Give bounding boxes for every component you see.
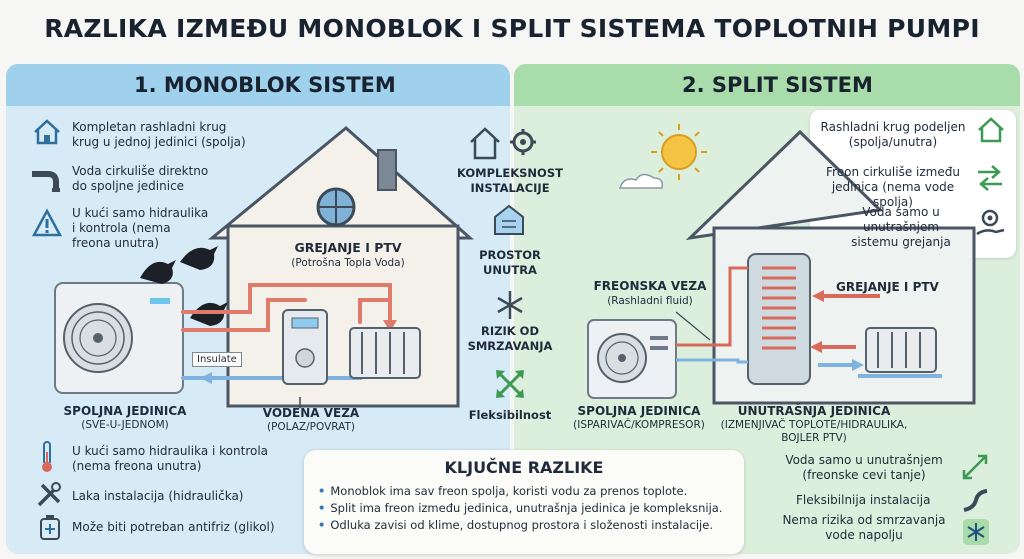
freon-link-sub: (Rashladni fluid) <box>607 295 693 307</box>
split-radiator <box>865 327 937 373</box>
split-indoor-unit <box>747 253 811 385</box>
pipe-icon <box>32 171 60 192</box>
house-gear-icon <box>470 127 536 160</box>
monoblok-heating-sub: (Potrošna Topla Voda) <box>291 257 405 269</box>
freon-link-title: FREONSKA VEZA <box>593 279 707 293</box>
monoblok-bottom-3: Može biti potreban antifriz (glikol) <box>72 520 275 534</box>
snowflake-icon <box>497 291 523 319</box>
insulate-label: Insulate <box>192 352 242 367</box>
split-outdoor-unit <box>587 319 677 399</box>
exchange-icon <box>978 165 1002 191</box>
flex-pipe-icon <box>963 489 988 512</box>
split-outdoor-sub: (ISPARIVAČ/KOMPRESOR) <box>573 419 705 431</box>
monoblok-outdoor-sub: (SVE-U-JEDNOM) <box>81 419 169 431</box>
water-link-sub: (POLAZ/POVRAT) <box>266 421 356 433</box>
key-differences-title: KLJUČNE RAZLIKE <box>444 458 604 477</box>
page-title: RAZLIKA IZMEĐU MONOBLOK I SPLIT SISTEMA … <box>44 14 980 43</box>
monoblok-bottom-2: Laka instalacija (hidraulička) <box>72 489 244 503</box>
antifreeze-icon <box>40 515 60 540</box>
house-icon <box>978 117 1004 143</box>
hydraulic-control-unit <box>282 309 328 385</box>
house-icon <box>34 119 60 145</box>
crow-birds <box>140 246 228 326</box>
split-indoor-title: UNUTRAŠNJA JEDINICA <box>737 404 891 418</box>
key-item-1: Monoblok ima sav freon spolja, koristi v… <box>318 484 687 498</box>
sun-icon <box>651 124 707 180</box>
monoblok-outdoor-unit <box>54 282 184 394</box>
cloud-icon <box>618 173 664 189</box>
freon-pipes <box>676 266 748 364</box>
gear-hand-icon <box>976 209 1005 236</box>
monoblok-heating-title: GREJANJE I PTV <box>294 240 402 255</box>
split-bottom-1: Voda samo u unutrašnjem(freonske cevi ta… <box>785 453 943 482</box>
split-header: 2. SPLIT SISTEM <box>682 73 873 97</box>
split-point-1: Rashladni krug podeljen(spolja/unutra) <box>820 120 966 149</box>
space-icon <box>494 204 524 235</box>
split-indoor-sub: (IZMENJIVAČ TOPLOTE/HIDRAULIKA,BOJLER PT… <box>720 419 908 444</box>
monoblok-bottom-1: U kući samo hidraulika i kontrola(nema f… <box>72 444 269 473</box>
arrows-icon <box>496 370 524 398</box>
water-link-title: VODENA VEZA <box>262 406 360 420</box>
split-heating-title: GREJANJE I PTV <box>836 280 939 294</box>
heating-arrows <box>810 290 942 378</box>
monoblok-radiator <box>349 327 421 379</box>
key-item-2: Split ima freon između jedinica, unutraš… <box>318 501 722 515</box>
no-freeze-icon <box>963 519 989 545</box>
monoblok-header-bar <box>6 64 510 106</box>
key-item-3: Odluka zavisi od klime, dostupnog prosto… <box>318 518 713 532</box>
thermometer-icon <box>42 441 52 472</box>
split-bottom-2: Fleksibilnija instalacija <box>796 493 931 507</box>
split-header-bar <box>514 64 1020 106</box>
middle-item-flex: Fleksibilnost <box>468 408 552 422</box>
warning-icon <box>32 208 62 237</box>
pipe-thin-icon <box>962 454 988 480</box>
tools-icon <box>37 482 61 507</box>
split-outdoor-title: SPOLJNA JEDINICA <box>577 404 701 418</box>
monoblok-header: 1. MONOBLOK SISTEM <box>134 73 396 97</box>
monoblok-outdoor-title: SPOLJNA JEDINICA <box>63 404 187 418</box>
